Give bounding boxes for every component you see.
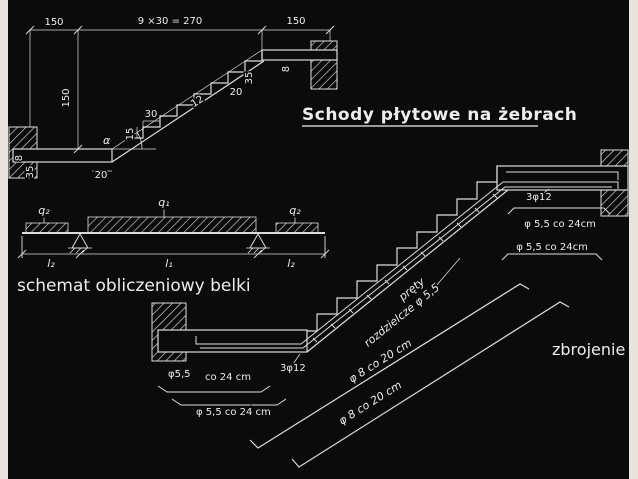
bar-shape-top-2	[501, 253, 603, 261]
label-phi55-top-2: φ 5,5 co 24cm	[516, 242, 588, 253]
load-label-q2-right: q₂	[289, 204, 301, 217]
lower-landing-slab	[12, 148, 113, 163]
dim-extension-lines	[29, 30, 331, 149]
bar-shape-top-1	[507, 207, 611, 215]
support-ground-hatch	[68, 247, 270, 254]
dim-label-15-step: 15	[125, 128, 136, 141]
beam-scheme-drawing	[17, 209, 330, 259]
load-label-ticks	[43, 209, 296, 223]
span-label-l2-left: l₂	[47, 257, 55, 270]
load-right-overhang	[275, 222, 319, 234]
load-label-q1: q₁	[158, 196, 169, 209]
reinf-steps-profile	[307, 166, 498, 332]
bar-shape-left-1	[157, 385, 271, 393]
dim-label-35-left: 35	[25, 166, 36, 179]
dim-ticks-top	[25, 25, 335, 154]
bar-shape-left-2	[171, 398, 287, 406]
label-phi55-left-a: φ5,5	[168, 369, 191, 380]
main-bar-1	[195, 181, 619, 345]
stair-slab-underside	[111, 60, 265, 163]
label-phi55-left-c: φ 5,5 co 24 cm	[196, 407, 271, 418]
reinf-lower-landing	[157, 329, 308, 353]
dim-label-9x30: 9 ×30 = 270	[138, 16, 202, 27]
label-phi8-2: φ 8 co 20 cm	[336, 379, 404, 428]
dim-step-lines	[92, 120, 161, 172]
main-bar-2	[200, 186, 612, 349]
span-label-l1: l₁	[165, 257, 172, 270]
dim-label-150-top-left: 150	[44, 17, 63, 28]
distribution-bar-ticks	[312, 193, 498, 343]
reinf-slab-underside	[306, 189, 509, 353]
dim-label-150-top-right: 150	[286, 16, 305, 27]
alpha-label: α	[103, 134, 111, 147]
load-left-overhang	[25, 222, 69, 234]
beam-supports	[71, 232, 267, 249]
load-mid-span	[87, 216, 257, 234]
dim-label-30-step: 30	[145, 109, 158, 120]
wall-hatch-top-right	[310, 40, 338, 90]
reinf-upper-landing	[496, 165, 629, 191]
photo-edge-left	[0, 0, 8, 479]
label-phi55-top-1: φ 5,5 co 24cm	[524, 219, 596, 230]
dim-label-150-left: 150	[61, 88, 72, 107]
reinforcement-drawing	[151, 149, 629, 468]
label-phi8-1: φ 8 co 20 cm	[346, 337, 414, 386]
leader-lines	[292, 188, 550, 365]
stair-section-drawing	[8, 25, 338, 179]
bent-bar-phi8-1	[249, 283, 530, 449]
upper-landing-slab	[261, 49, 338, 61]
dim-ticks-spans	[17, 236, 330, 259]
beam-scheme-labels: q₂ q₁ q₂ l₂ l₁ l₂ schemat obliczeniowy b…	[16, 195, 303, 298]
label-phi55-left-b: co 24 cm	[205, 372, 251, 383]
landing-top-bar	[506, 171, 619, 180]
dim-label-20-step: 20	[230, 87, 243, 98]
photo-edge-right	[629, 0, 638, 479]
reinforcement-caption: zbrojenie	[552, 340, 625, 359]
label-3phi12-bottom: 3φ12	[280, 363, 306, 374]
stair-section-labels: 150 9 ×30 = 270 150 150 8 35 20 30 15 12…	[13, 15, 308, 183]
dim-label-8-left: 8	[14, 155, 25, 161]
page-title: Schody płytowe na żebrach	[302, 105, 577, 125]
dim-label-20-bottom: 20	[95, 170, 108, 181]
beam-scheme-caption: schemat obliczeniowy belki	[17, 276, 251, 296]
dim-label-8-right: 8	[281, 66, 292, 72]
stair-steps-profile	[129, 50, 263, 139]
span-label-l2-right: l₂	[287, 257, 295, 270]
load-label-q2-left: q₂	[38, 204, 50, 217]
label-3phi12-top: 3φ12	[526, 192, 552, 203]
dim-label-35-right: 35	[244, 72, 255, 85]
bent-bar-phi8-2	[291, 301, 570, 468]
